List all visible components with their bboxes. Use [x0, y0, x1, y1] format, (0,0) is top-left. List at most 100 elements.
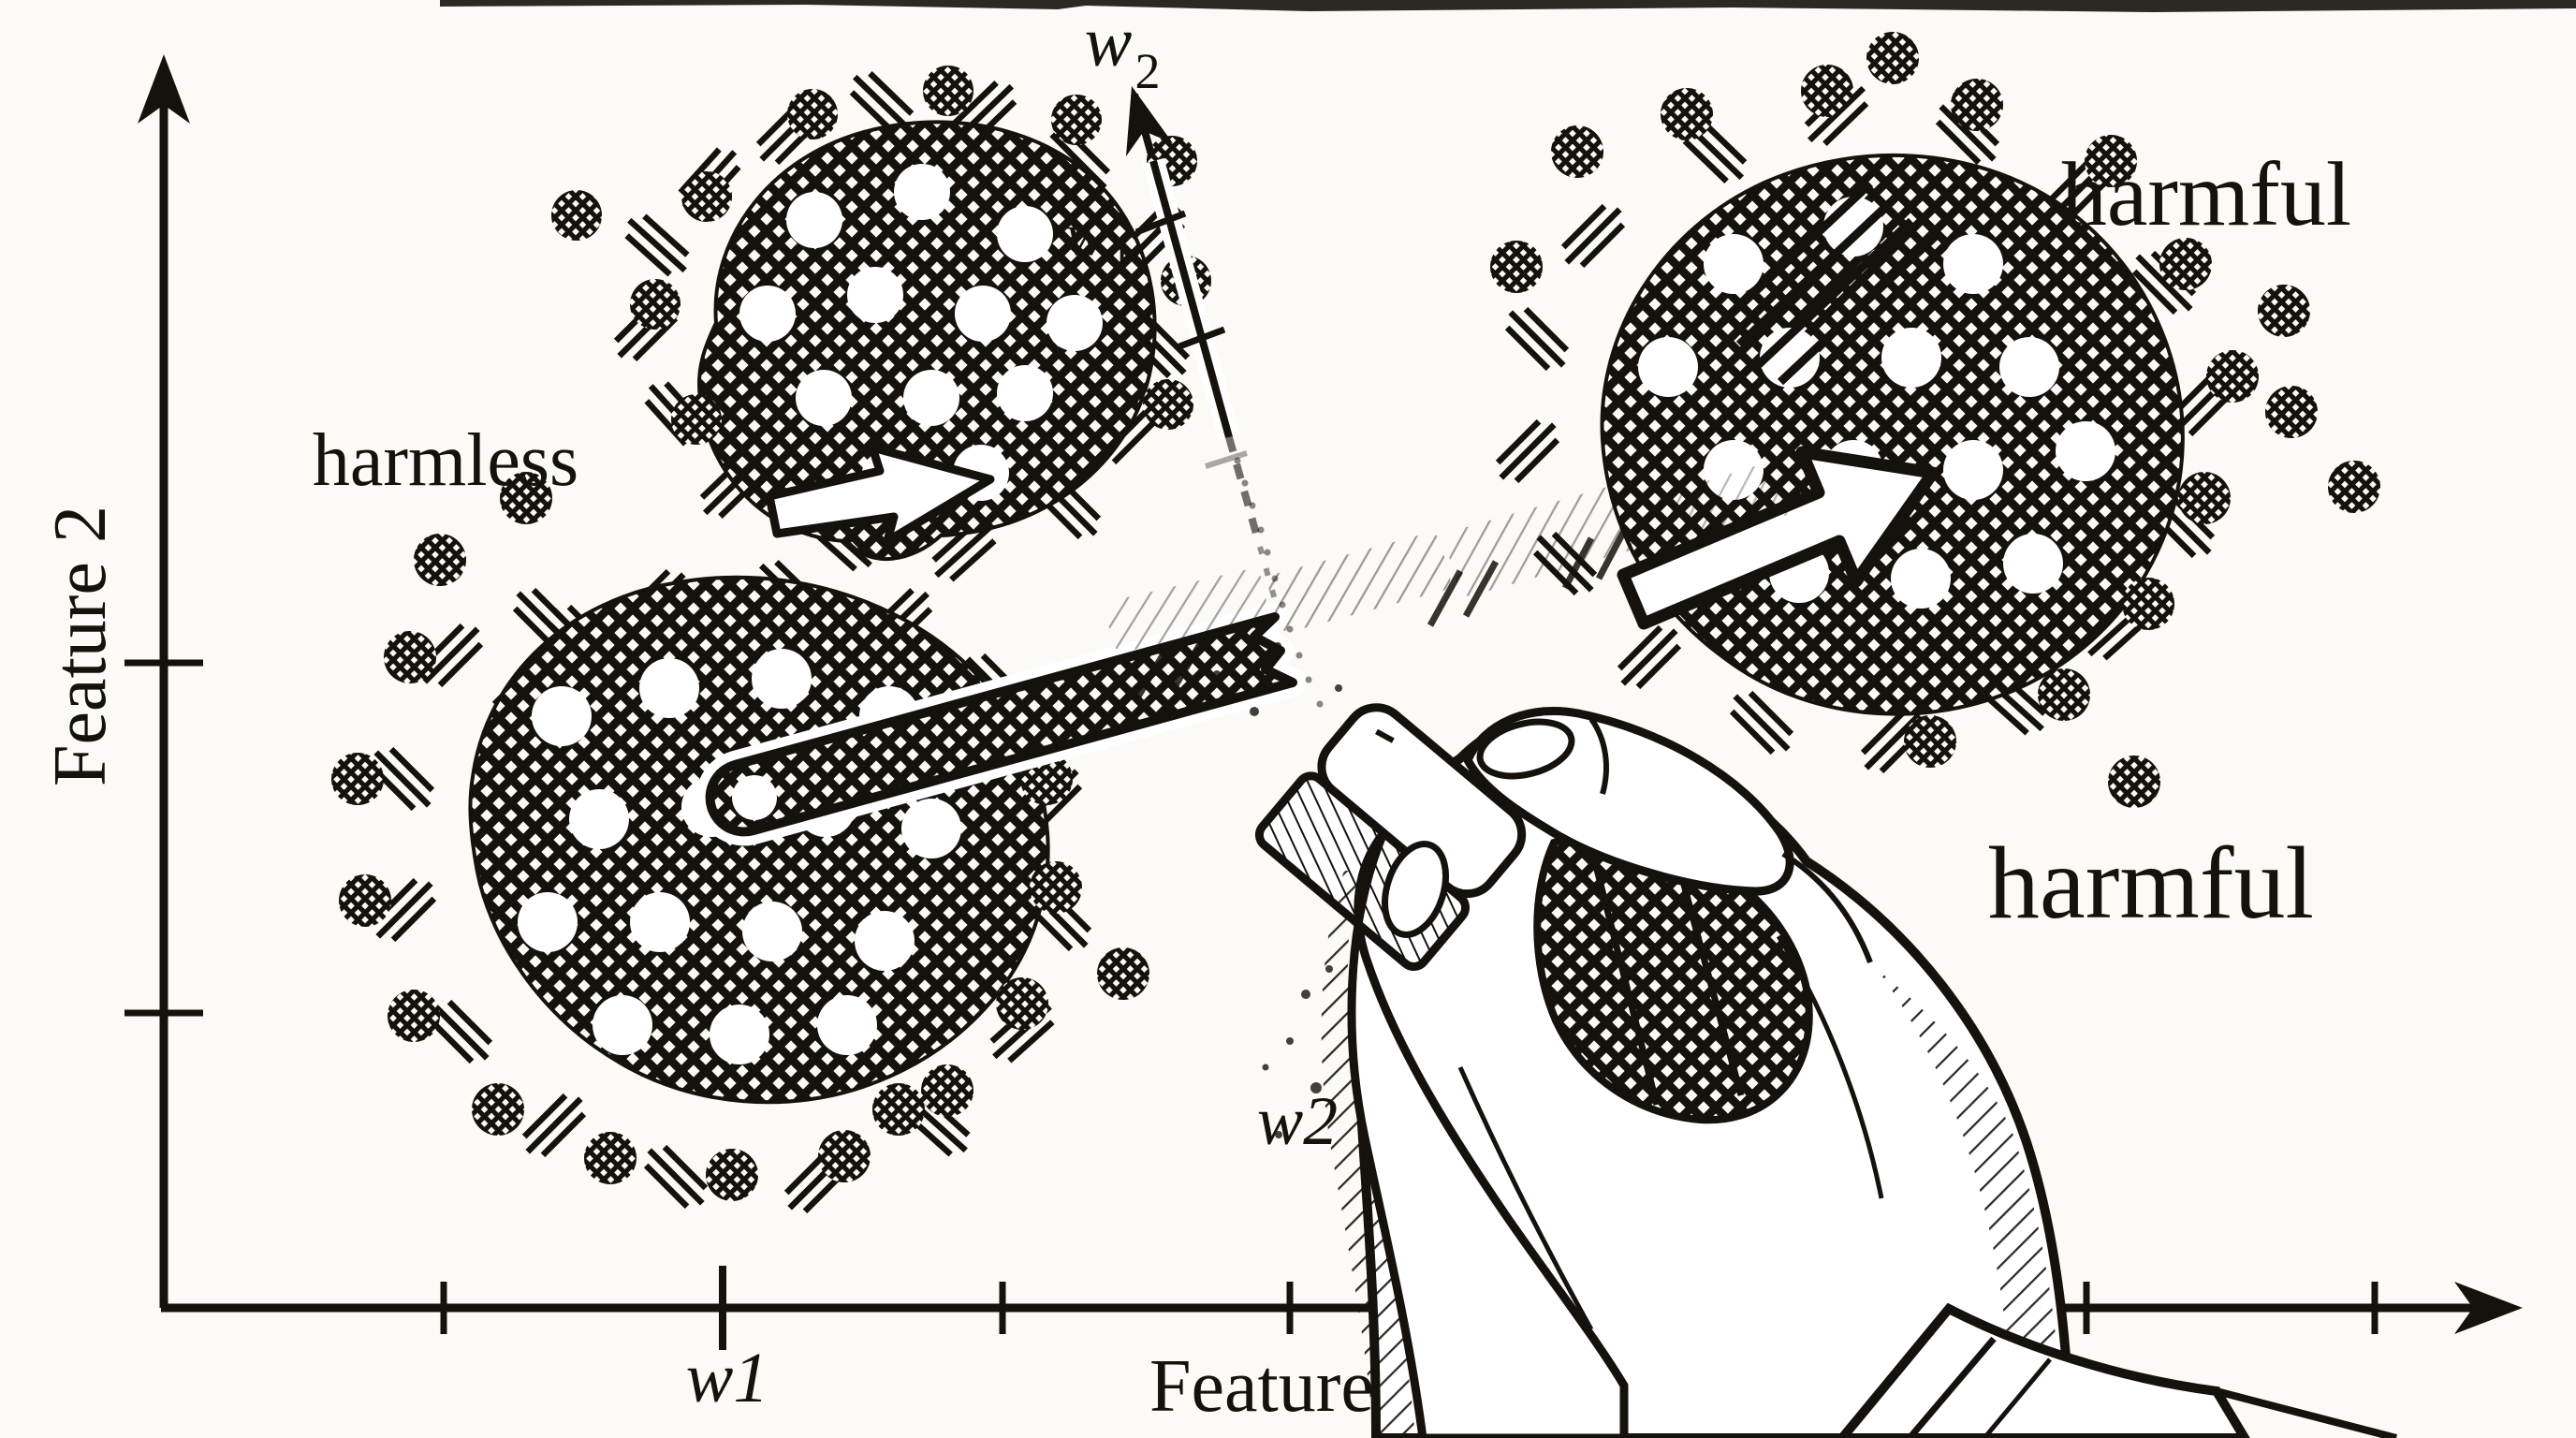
- burst-hatch-stroke: [642, 213, 690, 257]
- erased-speck: [1249, 502, 1256, 509]
- cluster-point-hole: [630, 892, 690, 952]
- thumb-shading: [1321, 871, 1415, 1438]
- eraser-crumb: [1262, 1064, 1269, 1071]
- smudge-patch: [1649, 461, 1795, 550]
- harmless-label: harmless: [313, 419, 578, 502]
- burst-hatch-stroke: [521, 1093, 568, 1139]
- erased-speck: [1234, 457, 1241, 464]
- burst-hatch-stroke: [2131, 269, 2178, 315]
- cluster-point: [2159, 238, 2212, 290]
- burst-hatch-stroke: [1822, 101, 1869, 146]
- cluster-point: [1143, 379, 1193, 430]
- cluster-point: [1661, 88, 1713, 140]
- harmful-label-mid: harmful: [1988, 826, 2314, 940]
- eraser-crumb: [1325, 965, 1333, 973]
- cluster-upper-left: [551, 66, 1211, 582]
- burst-hatch-stroke: [1560, 203, 1607, 250]
- cluster-point: [331, 753, 384, 805]
- handback-shading: [1877, 969, 2063, 1438]
- w-axis-ticks: [1134, 210, 1248, 469]
- burst-hatch-stroke: [388, 746, 435, 793]
- y-axis-label: Feature 2: [39, 506, 122, 786]
- cluster-point-hole: [903, 370, 959, 426]
- burst-hatch-stroke: [1635, 643, 1682, 690]
- cluster-point-hole: [639, 658, 699, 718]
- cluster-point-hole: [997, 206, 1053, 262]
- eraser-smudge: [1105, 461, 1795, 698]
- cluster-point-hole: [894, 164, 950, 220]
- cluster-point-hole: [1823, 197, 1883, 257]
- bar-end-cap: [732, 775, 777, 820]
- w1-axis-label: w: [1066, 201, 1106, 268]
- finger-crease: [1588, 846, 1661, 1106]
- cluster-point: [996, 977, 1048, 1030]
- cluster-point: [2328, 461, 2380, 513]
- cluster-point: [1801, 65, 1853, 117]
- cluster-point-hole: [710, 1005, 769, 1064]
- handback-contour: [1781, 851, 1873, 964]
- smudge-stroke: [1595, 527, 1629, 580]
- eraser-crumb: [1286, 1037, 1294, 1045]
- burst-hatch-stroke: [446, 999, 493, 1046]
- eraser-crumbs: [1213, 642, 1342, 1138]
- index-knuckle-line: [1588, 717, 1609, 795]
- burst-hatch-stroke: [432, 1003, 490, 1061]
- cluster-point-hole: [817, 995, 877, 1055]
- burst-hatch-stroke: [1620, 628, 1678, 686]
- cluster-point-hole: [955, 286, 1011, 342]
- finger-crease: [1672, 853, 1745, 1096]
- w-axis: w 2 w 1: [1066, 3, 1324, 708]
- w-axis-tick: [1134, 210, 1187, 236]
- smudge-stroke: [1427, 569, 1464, 627]
- cluster-point-hole: [1999, 337, 2059, 397]
- burst-hatch-stroke: [1860, 709, 1907, 756]
- cluster-point: [921, 1064, 973, 1117]
- eraser-crumb: [1213, 670, 1221, 678]
- burst-hatch-stroke: [1935, 119, 1982, 166]
- burst-streak: [1711, 180, 1874, 333]
- w1-tick-label: w1: [686, 1339, 769, 1417]
- burst-hatch-stroke: [428, 1018, 475, 1064]
- erased-speck: [1241, 479, 1249, 487]
- cluster-point: [472, 1083, 524, 1136]
- hand-with-eraser: [1254, 703, 2398, 1438]
- cluster-point-hole: [901, 799, 961, 858]
- eraser-mark: [1375, 728, 1395, 743]
- cluster-point-hole: [1704, 234, 1764, 294]
- burst-hatch-stroke: [1564, 207, 1622, 265]
- cluster-point: [2108, 756, 2160, 808]
- sleeve-edge-line: [2215, 1387, 2398, 1438]
- w-axis-neck: [1131, 93, 1155, 156]
- w2-axis-label: w: [1085, 3, 1133, 81]
- x-axis-arrowhead-icon: [2454, 1282, 2523, 1334]
- cluster-point: [2258, 285, 2310, 337]
- shift-arrow-left-icon: [765, 443, 995, 546]
- cluster-point: [384, 631, 436, 683]
- burst-hatch-stroke: [375, 881, 433, 939]
- palm-crease: [1457, 1065, 1594, 1331]
- cluster-point: [2085, 135, 2137, 187]
- w-axis-tick: [1178, 326, 1226, 350]
- erased-speck: [1264, 549, 1271, 556]
- burst-hatch-stroke: [1733, 694, 1791, 752]
- cluster-point: [1904, 715, 1956, 768]
- cluster-point-hole: [997, 365, 1053, 421]
- burst-hatch-stroke: [1504, 325, 1551, 372]
- cluster-point: [872, 1083, 925, 1136]
- shirt-cuff: [1836, 1302, 2250, 1438]
- scan-edge-artifact: [440, 0, 2576, 12]
- cuff-fold-line: [1983, 1357, 2052, 1438]
- burst-hatch-stroke: [390, 896, 437, 943]
- burst-hatch-stroke: [373, 750, 432, 808]
- burst-hatch-stroke: [627, 217, 687, 273]
- cluster-point: [923, 66, 973, 116]
- eraser-crumb: [1335, 684, 1342, 692]
- cluster-point-hole: [796, 370, 852, 426]
- burst-hatch-stroke: [1579, 222, 1626, 269]
- eraser-crumb: [1310, 1082, 1322, 1093]
- cluster-point-hole: [847, 267, 903, 323]
- burst-hatch-stroke: [540, 1111, 587, 1158]
- burst-hatch-stroke: [952, 81, 999, 125]
- eraser-crumb: [1274, 642, 1281, 650]
- burst-hatch-stroke: [949, 538, 997, 582]
